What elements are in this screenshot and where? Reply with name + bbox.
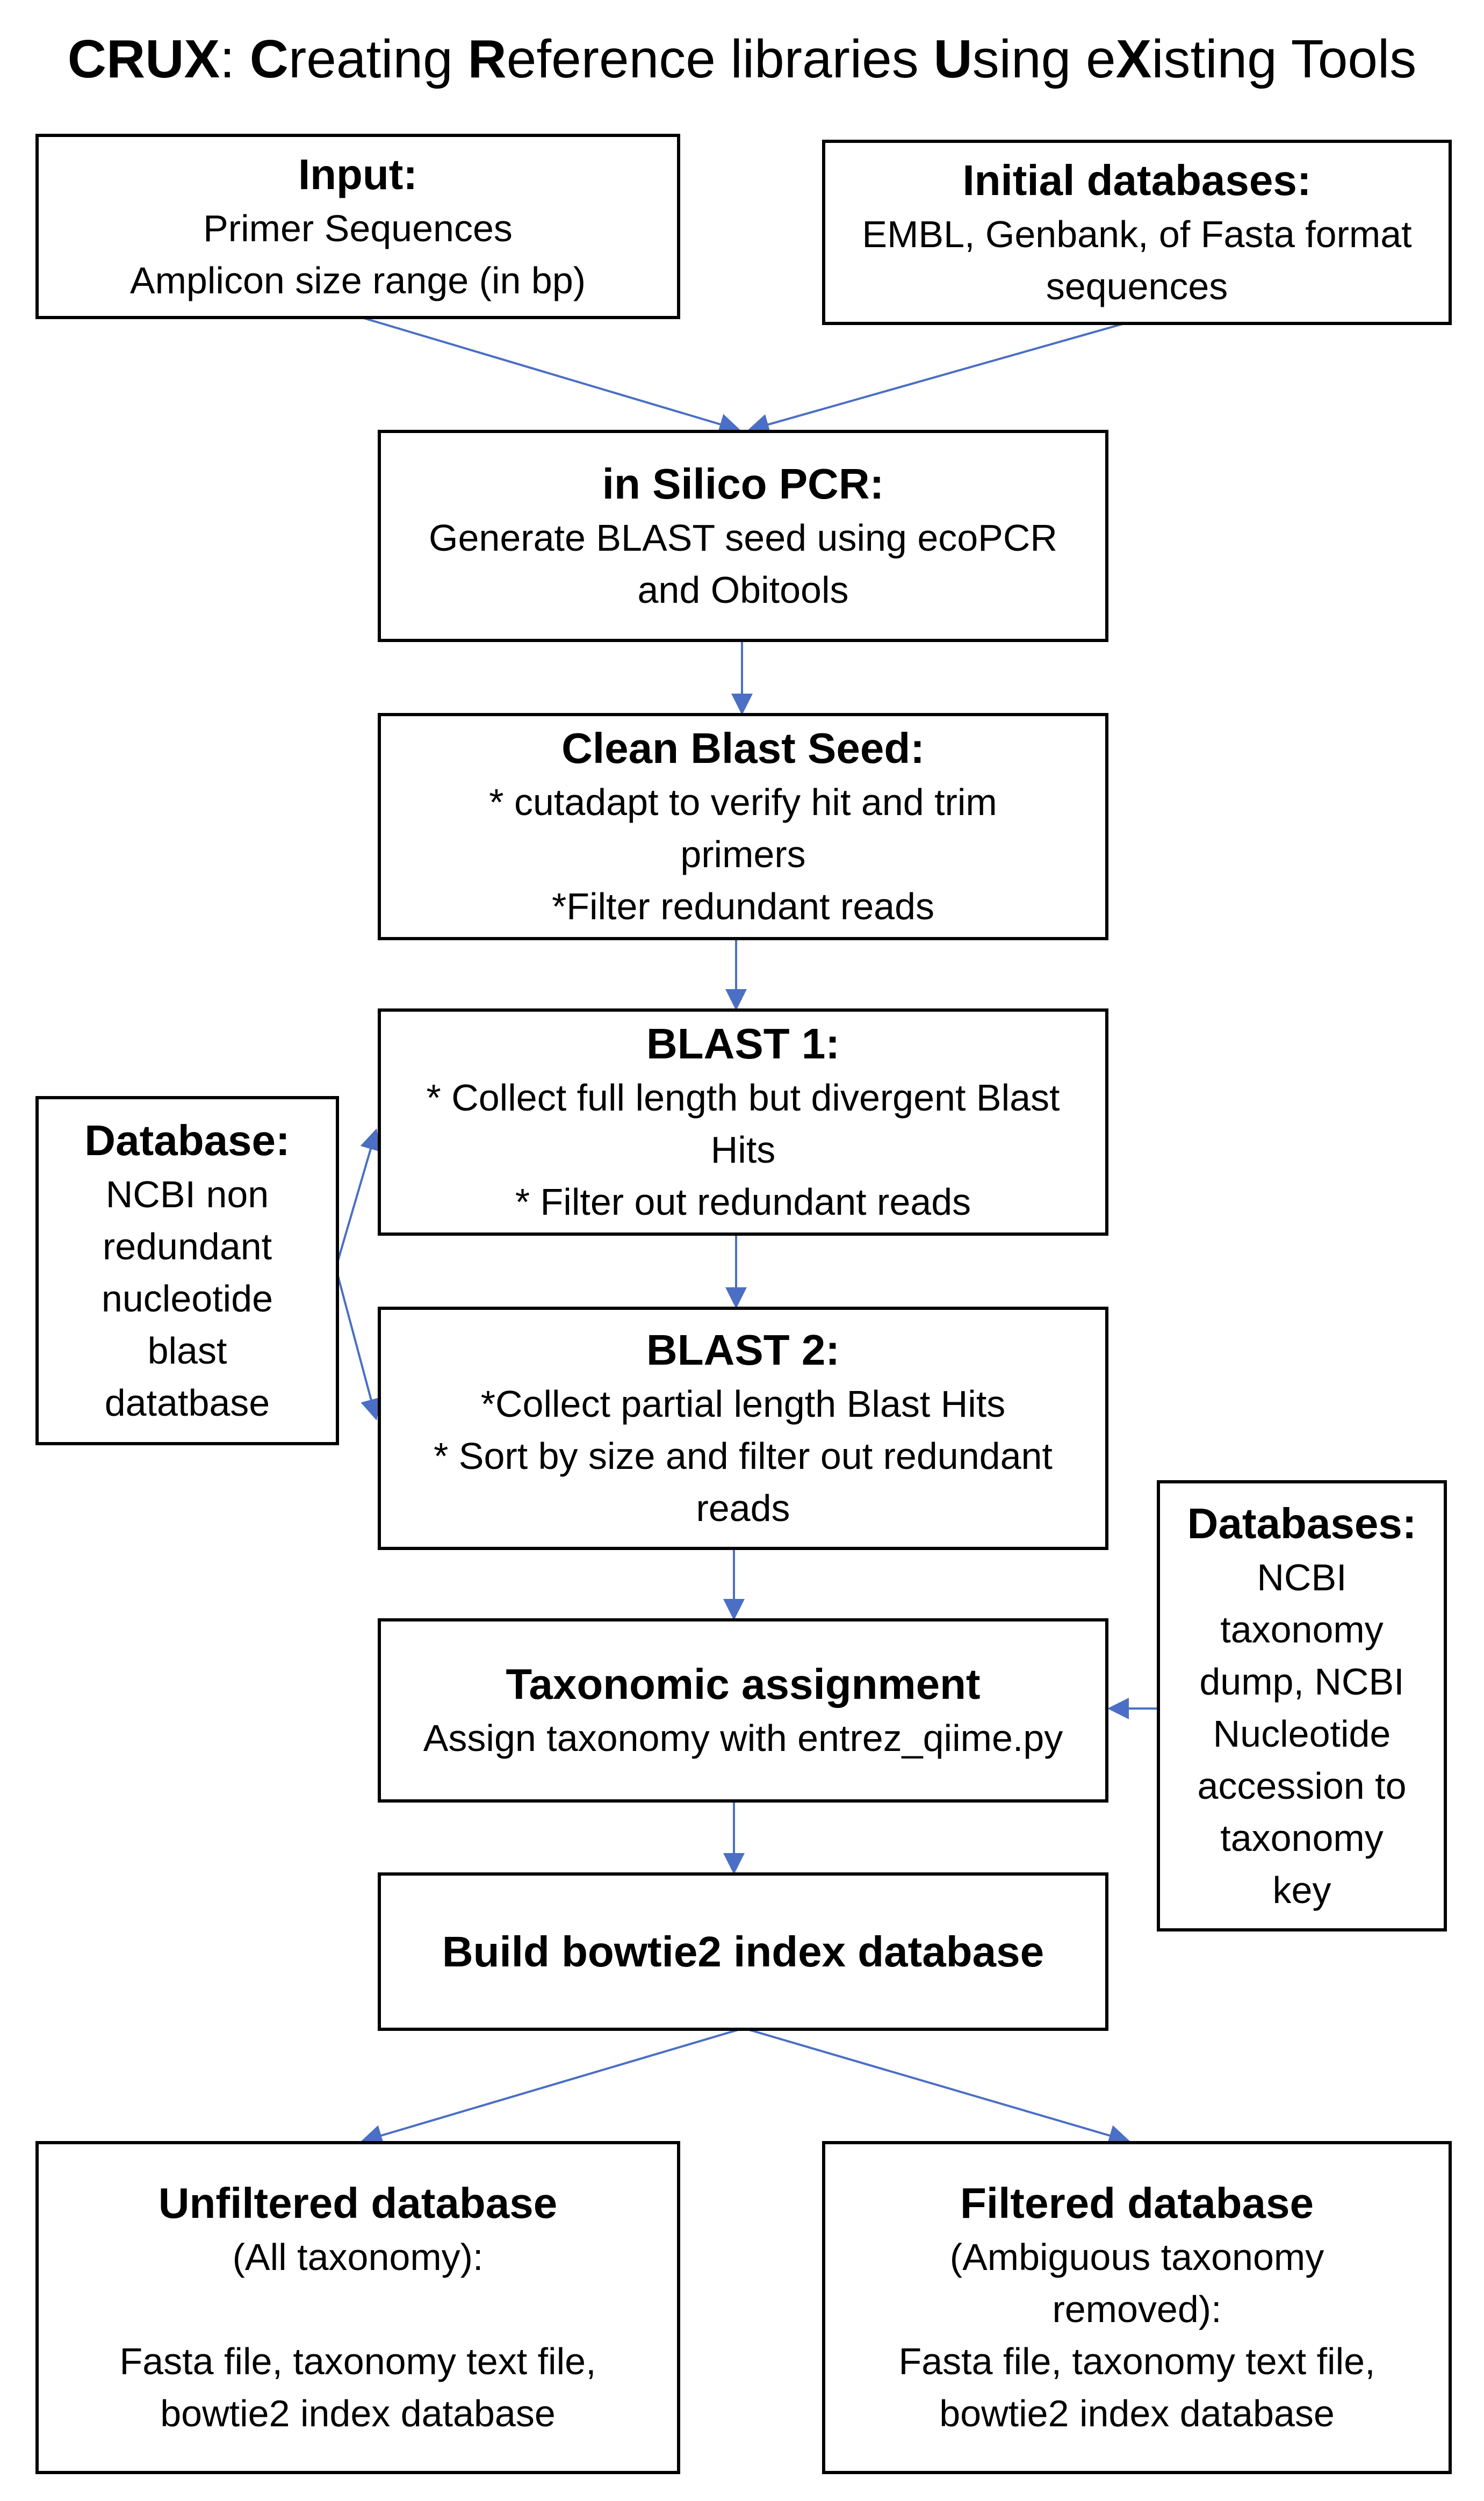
arrow-bowtie2-to-unfiltered [361,2027,744,2146]
taxonomic-assignment-line: Assign taxonomy with entrez_qiime.py [423,1717,1063,1759]
databases-taxonomy-line: NCBI [1257,1556,1347,1598]
database-ncbi-line: nucleotide [101,1277,273,1320]
clean-blast-seed-box: Clean Blast Seed: * cutadapt to verify h… [378,713,1108,940]
blast1-line: * Collect full length but divergent Blas… [426,1077,1060,1119]
title-segment: X [1115,29,1152,89]
input-heading: Input: [298,150,418,198]
arrow-initial-db-to-pcr [747,321,1129,435]
blast2-line: *Collect partial length Blast Hits [480,1383,1006,1425]
database-ncbi-line: blast [147,1329,227,1372]
clean-blast-seed-heading: Clean Blast Seed: [561,724,925,772]
database-ncbi-box: Database: NCBI non redundant nucleotide … [35,1096,339,1445]
arrow-bowtie2-to-filtered [743,2027,1130,2146]
arrow-input-to-pcr [359,316,741,435]
initial-databases-box: Initial databases: EMBL, Genbank, of Fas… [822,140,1452,325]
input-box: Input: Primer Sequences Amplicon size ra… [35,134,680,319]
clean-blast-seed-line: * cutadapt to verify hit and trim [489,781,997,823]
database-ncbi-line: NCBI non [105,1173,269,1215]
blast2-box: BLAST 2: *Collect partial length Blast H… [378,1307,1108,1550]
taxonomic-assignment-heading: Taxonomic assignment [506,1660,981,1708]
clean-blast-seed-line: *Filter redundant reads [551,885,935,927]
databases-taxonomy-line: dump, NCBI [1199,1660,1404,1703]
filtered-database-box: Filtered database (Ambiguous taxonomy re… [822,2141,1452,2474]
unfiltered-database-line: (All taxonomy): [232,2236,484,2278]
blast1-line: Hits [710,1129,776,1171]
title-segment: sing e [972,29,1116,89]
in-silico-pcr-heading: in Silico PCR: [602,459,884,508]
blast2-heading: BLAST 2: [646,1326,840,1374]
unfiltered-database-line: Fasta file, taxonomy text file, [119,2340,596,2382]
databases-taxonomy-heading: Databases: [1187,1499,1417,1547]
input-line: Primer Sequences [203,207,513,249]
title-segment: isting Tools [1151,29,1417,89]
title-segment: R [467,29,507,89]
filtered-database-line: bowtie2 index database [939,2392,1335,2434]
filtered-database-line: Fasta file, taxonomy text file, [898,2340,1375,2382]
in-silico-pcr-line: and Obitools [637,568,849,611]
unfiltered-database-line: bowtie2 index database [160,2392,556,2434]
build-bowtie2-box: Build bowtie2 index database [378,1872,1108,2031]
blast1-heading: BLAST 1: [646,1020,840,1068]
arrow-db-to-blast2 [335,1267,382,1421]
databases-taxonomy-line: Nucleotide [1213,1712,1391,1755]
title-segment: U [933,29,972,89]
unfiltered-database-box: Unfiltered database (All taxonomy): Fast… [35,2141,680,2474]
title-segment: CRUX [67,29,220,89]
unfiltered-database-heading: Unfiltered database [158,2179,558,2227]
databases-taxonomy-line: taxonomy [1220,1608,1384,1650]
databases-taxonomy-line: accession to [1197,1764,1407,1807]
databases-taxonomy-box: Databases: NCBI taxonomy dump, NCBI Nucl… [1157,1480,1447,1931]
blast2-line: * Sort by size and filter out redundant [434,1435,1053,1477]
databases-taxonomy-line: key [1272,1869,1331,1911]
database-ncbi-line: datatbase [104,1381,270,1424]
blast1-line: * Filter out redundant reads [515,1181,971,1223]
filtered-database-line: (Ambiguous taxonomy [949,2236,1324,2278]
taxonomic-assignment-box: Taxonomic assignment Assign taxonomy wit… [378,1618,1108,1803]
initial-databases-line: EMBL, Genbank, of Fasta format [862,213,1412,255]
initial-databases-line: sequences [1046,265,1228,307]
in-silico-pcr-box: in Silico PCR: Generate BLAST seed using… [378,430,1108,642]
build-bowtie2-heading: Build bowtie2 index database [442,1927,1044,1976]
arrow-db-to-blast1 [335,1128,381,1268]
database-ncbi-line: redundant [102,1225,272,1267]
initial-databases-heading: Initial databases: [962,156,1312,204]
filtered-database-heading: Filtered database [960,2179,1314,2227]
title-segment: reating [288,29,468,89]
databases-taxonomy-line: taxonomy [1220,1817,1384,1859]
filtered-database-line: removed): [1052,2288,1222,2330]
input-line: Amplicon size range (in bp) [129,259,586,301]
in-silico-pcr-line: Generate BLAST seed using ecoPCR [429,516,1057,559]
blast2-line: reads [696,1487,790,1529]
database-ncbi-heading: Database: [84,1116,290,1164]
diagram-title: CRUX: Creating Reference libraries Using… [0,21,1484,97]
title-segment: eference libraries [506,29,934,89]
clean-blast-seed-line: primers [680,833,806,875]
blast1-box: BLAST 1: * Collect full length but diver… [378,1008,1108,1236]
title-segment: : [220,29,250,89]
title-segment: C [249,29,289,89]
